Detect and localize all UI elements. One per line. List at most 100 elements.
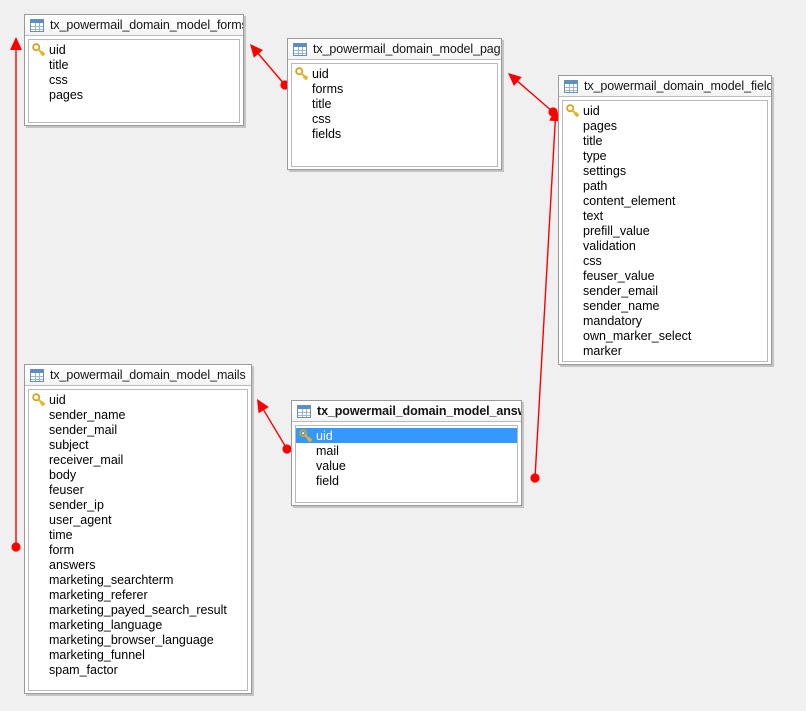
table-header-pages[interactable]: tx_powermail_domain_model_pages (288, 39, 501, 60)
column-row[interactable]: title (29, 57, 239, 72)
column-row[interactable]: css (292, 111, 497, 126)
column-name: uid (583, 103, 600, 118)
column-row[interactable]: uid (29, 392, 247, 407)
column-row[interactable]: content_element (563, 193, 767, 208)
column-row[interactable]: css (29, 72, 239, 87)
column-row[interactable]: marketing_language (29, 617, 247, 632)
column-row[interactable]: validation (563, 238, 767, 253)
table-title-pages: tx_powermail_domain_model_pages (313, 42, 501, 56)
column-row[interactable]: marketing_searchterm (29, 572, 247, 587)
table-header-forms[interactable]: tx_powermail_domain_model_forms (25, 15, 243, 36)
column-row[interactable]: uid (563, 103, 767, 118)
column-name: marker (583, 343, 622, 358)
column-name: field (316, 473, 339, 488)
column-icon-placeholder (32, 73, 46, 87)
column-row[interactable]: marketing_payed_search_result (29, 602, 247, 617)
column-row[interactable]: value (296, 458, 517, 473)
column-icon-placeholder (32, 663, 46, 677)
column-row[interactable]: mail (296, 443, 517, 458)
column-row[interactable]: text (563, 208, 767, 223)
column-icon-placeholder (32, 618, 46, 632)
column-name: sender_mail (49, 422, 118, 437)
column-icon-placeholder (295, 112, 309, 126)
column-icon-placeholder (566, 254, 580, 268)
column-name: text (583, 208, 604, 223)
column-name: subject (49, 437, 89, 452)
column-row-selected[interactable]: uid (296, 428, 517, 443)
relation-arrowhead (250, 44, 264, 58)
column-icon-placeholder (32, 603, 46, 617)
column-row[interactable]: marketing_funnel (29, 647, 247, 662)
column-name: uid (312, 66, 329, 81)
column-icon-placeholder (566, 134, 580, 148)
column-row[interactable]: user_agent (29, 512, 247, 527)
table-grid-icon (30, 368, 44, 382)
column-name: forms (312, 81, 344, 96)
column-row[interactable]: type (563, 148, 767, 163)
column-icon-placeholder (32, 423, 46, 437)
column-icon-placeholder (566, 299, 580, 313)
relation-line (262, 408, 288, 450)
column-name: sender_email (583, 283, 659, 298)
column-icon-placeholder (566, 224, 580, 238)
column-row[interactable]: feuser_value (563, 268, 767, 283)
table-header-mails[interactable]: tx_powermail_domain_model_mails (25, 365, 251, 386)
column-icon-placeholder (566, 209, 580, 223)
column-row[interactable]: field (296, 473, 517, 488)
column-row[interactable]: css (563, 253, 767, 268)
key-icon (566, 103, 580, 118)
column-name: title (312, 96, 332, 111)
column-name: pages (583, 118, 618, 133)
column-row[interactable]: pages (563, 118, 767, 133)
column-row[interactable]: forms (292, 81, 497, 96)
column-row[interactable]: title (292, 96, 497, 111)
column-name: content_element (583, 193, 676, 208)
column-icon-placeholder (32, 468, 46, 482)
column-name: marketing_searchterm (49, 572, 174, 587)
column-row[interactable]: sender_mail (29, 422, 247, 437)
column-row[interactable]: own_marker_select (563, 328, 767, 343)
column-name: time (49, 527, 73, 542)
column-row[interactable]: sender_email (563, 283, 767, 298)
column-row[interactable]: marketing_referer (29, 587, 247, 602)
column-row[interactable]: feuser (29, 482, 247, 497)
column-row[interactable]: answers (29, 557, 247, 572)
table-grid-icon (297, 404, 311, 418)
column-row[interactable]: uid (292, 66, 497, 81)
column-row[interactable]: fields (292, 126, 497, 141)
relation-arrowhead (257, 399, 269, 414)
column-row[interactable]: spam_factor (29, 662, 247, 677)
column-row[interactable]: pages (29, 87, 239, 102)
column-row[interactable]: receiver_mail (29, 452, 247, 467)
table-header-fields[interactable]: tx_powermail_domain_model_fields (559, 76, 771, 97)
column-icon-placeholder (299, 474, 313, 488)
table-title-forms: tx_powermail_domain_model_forms (50, 18, 243, 32)
column-row[interactable]: mandatory (563, 313, 767, 328)
column-row[interactable]: path (563, 178, 767, 193)
column-row[interactable]: uid (29, 42, 239, 57)
column-row[interactable]: body (29, 467, 247, 482)
column-icon-placeholder (32, 633, 46, 647)
key-icon (32, 42, 46, 57)
column-row[interactable]: subject (29, 437, 247, 452)
column-icon-placeholder (32, 58, 46, 72)
column-row[interactable]: prefill_value (563, 223, 767, 238)
column-row[interactable]: sender_name (29, 407, 247, 422)
column-row[interactable]: marker (563, 343, 767, 358)
column-row[interactable]: title (563, 133, 767, 148)
column-row[interactable]: sender_name (563, 298, 767, 313)
column-row[interactable]: form (29, 542, 247, 557)
table-header-answer[interactable]: tx_powermail_domain_model_answer (292, 401, 521, 422)
column-row[interactable]: marketing_browser_language (29, 632, 247, 647)
column-row[interactable]: settings (563, 163, 767, 178)
column-row[interactable]: time (29, 527, 247, 542)
column-row[interactable]: sender_ip (29, 497, 247, 512)
